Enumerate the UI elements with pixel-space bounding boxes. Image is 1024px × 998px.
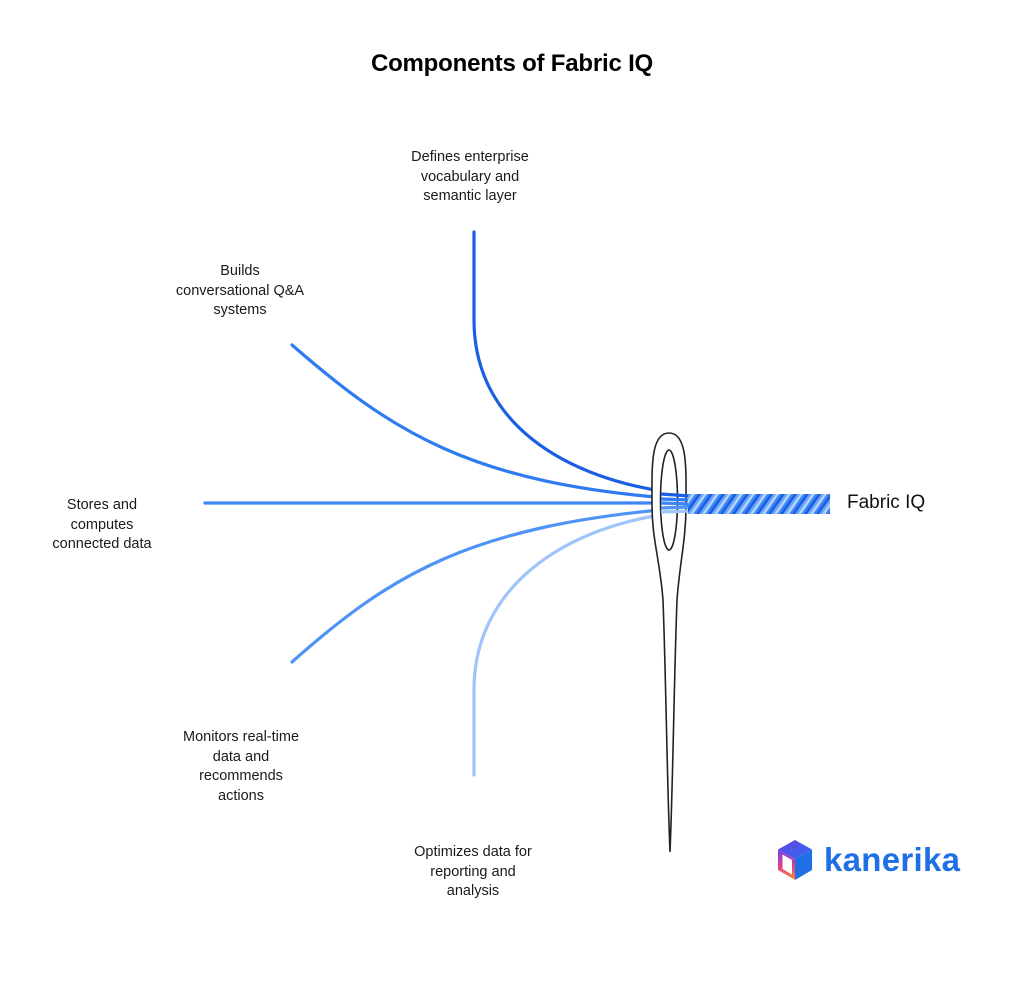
thread-ontology [472, 230, 684, 496]
component-label-ontology: Defines enterprise vocabulary and semant… [411, 149, 529, 204]
brand-name: kanerika [824, 841, 961, 878]
diagram-title: Components of Fabric IQ [370, 50, 654, 77]
threads-through-eye [660, 492, 691, 514]
component-label-data-agent: Builds conversational Q&A systems [175, 263, 305, 318]
threads [203, 230, 684, 777]
component-label-graph: Stores and computes connected data [52, 497, 152, 552]
thread-semantic-model [472, 510, 684, 777]
component-label-operations-agent: Monitors real-time data and recommends a… [182, 729, 300, 804]
thread-data-agent [290, 343, 684, 501]
component-label-semantic-model: Optimizes data for reporting and analysi… [414, 844, 532, 899]
fabric-iq-rope [688, 494, 830, 514]
thread-operations-agent [290, 506, 684, 664]
hub-label: Fabric IQ [847, 492, 926, 513]
kanerika-logo: kanerika [776, 839, 960, 881]
hexagon-cube-icon [778, 840, 812, 880]
